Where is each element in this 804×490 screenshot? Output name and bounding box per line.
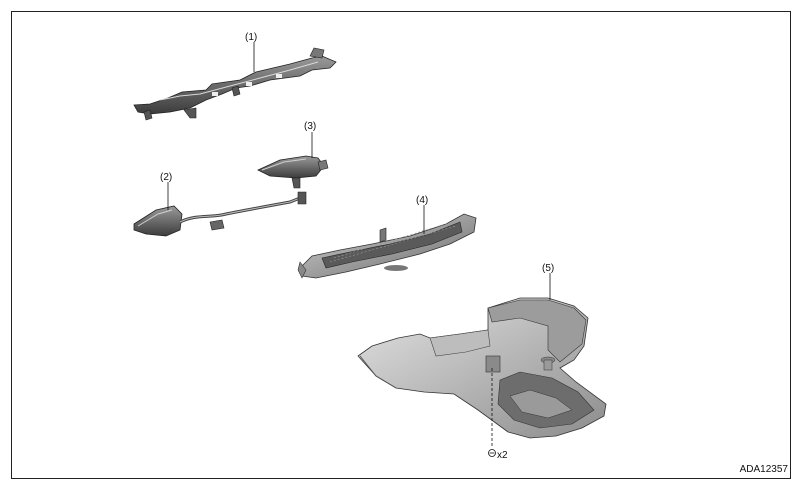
callout-5: (5) (542, 263, 554, 274)
part-1-bracket (133, 47, 337, 121)
figure-code: ADA12357 (739, 464, 788, 475)
callout-4: (4) (416, 195, 428, 206)
part-5-upper-panel (357, 297, 607, 439)
part-4-grille-panel (297, 213, 477, 279)
part-3-speaker (257, 155, 329, 189)
part-2-speaker-with-harness (133, 191, 307, 237)
screw-icon (488, 449, 496, 457)
screw-quantity: x2 (497, 450, 508, 461)
callout-1: (1) (245, 32, 257, 43)
callout-2: (2) (160, 172, 172, 183)
diagram-frame (11, 11, 791, 479)
callout-3: (3) (304, 121, 316, 132)
